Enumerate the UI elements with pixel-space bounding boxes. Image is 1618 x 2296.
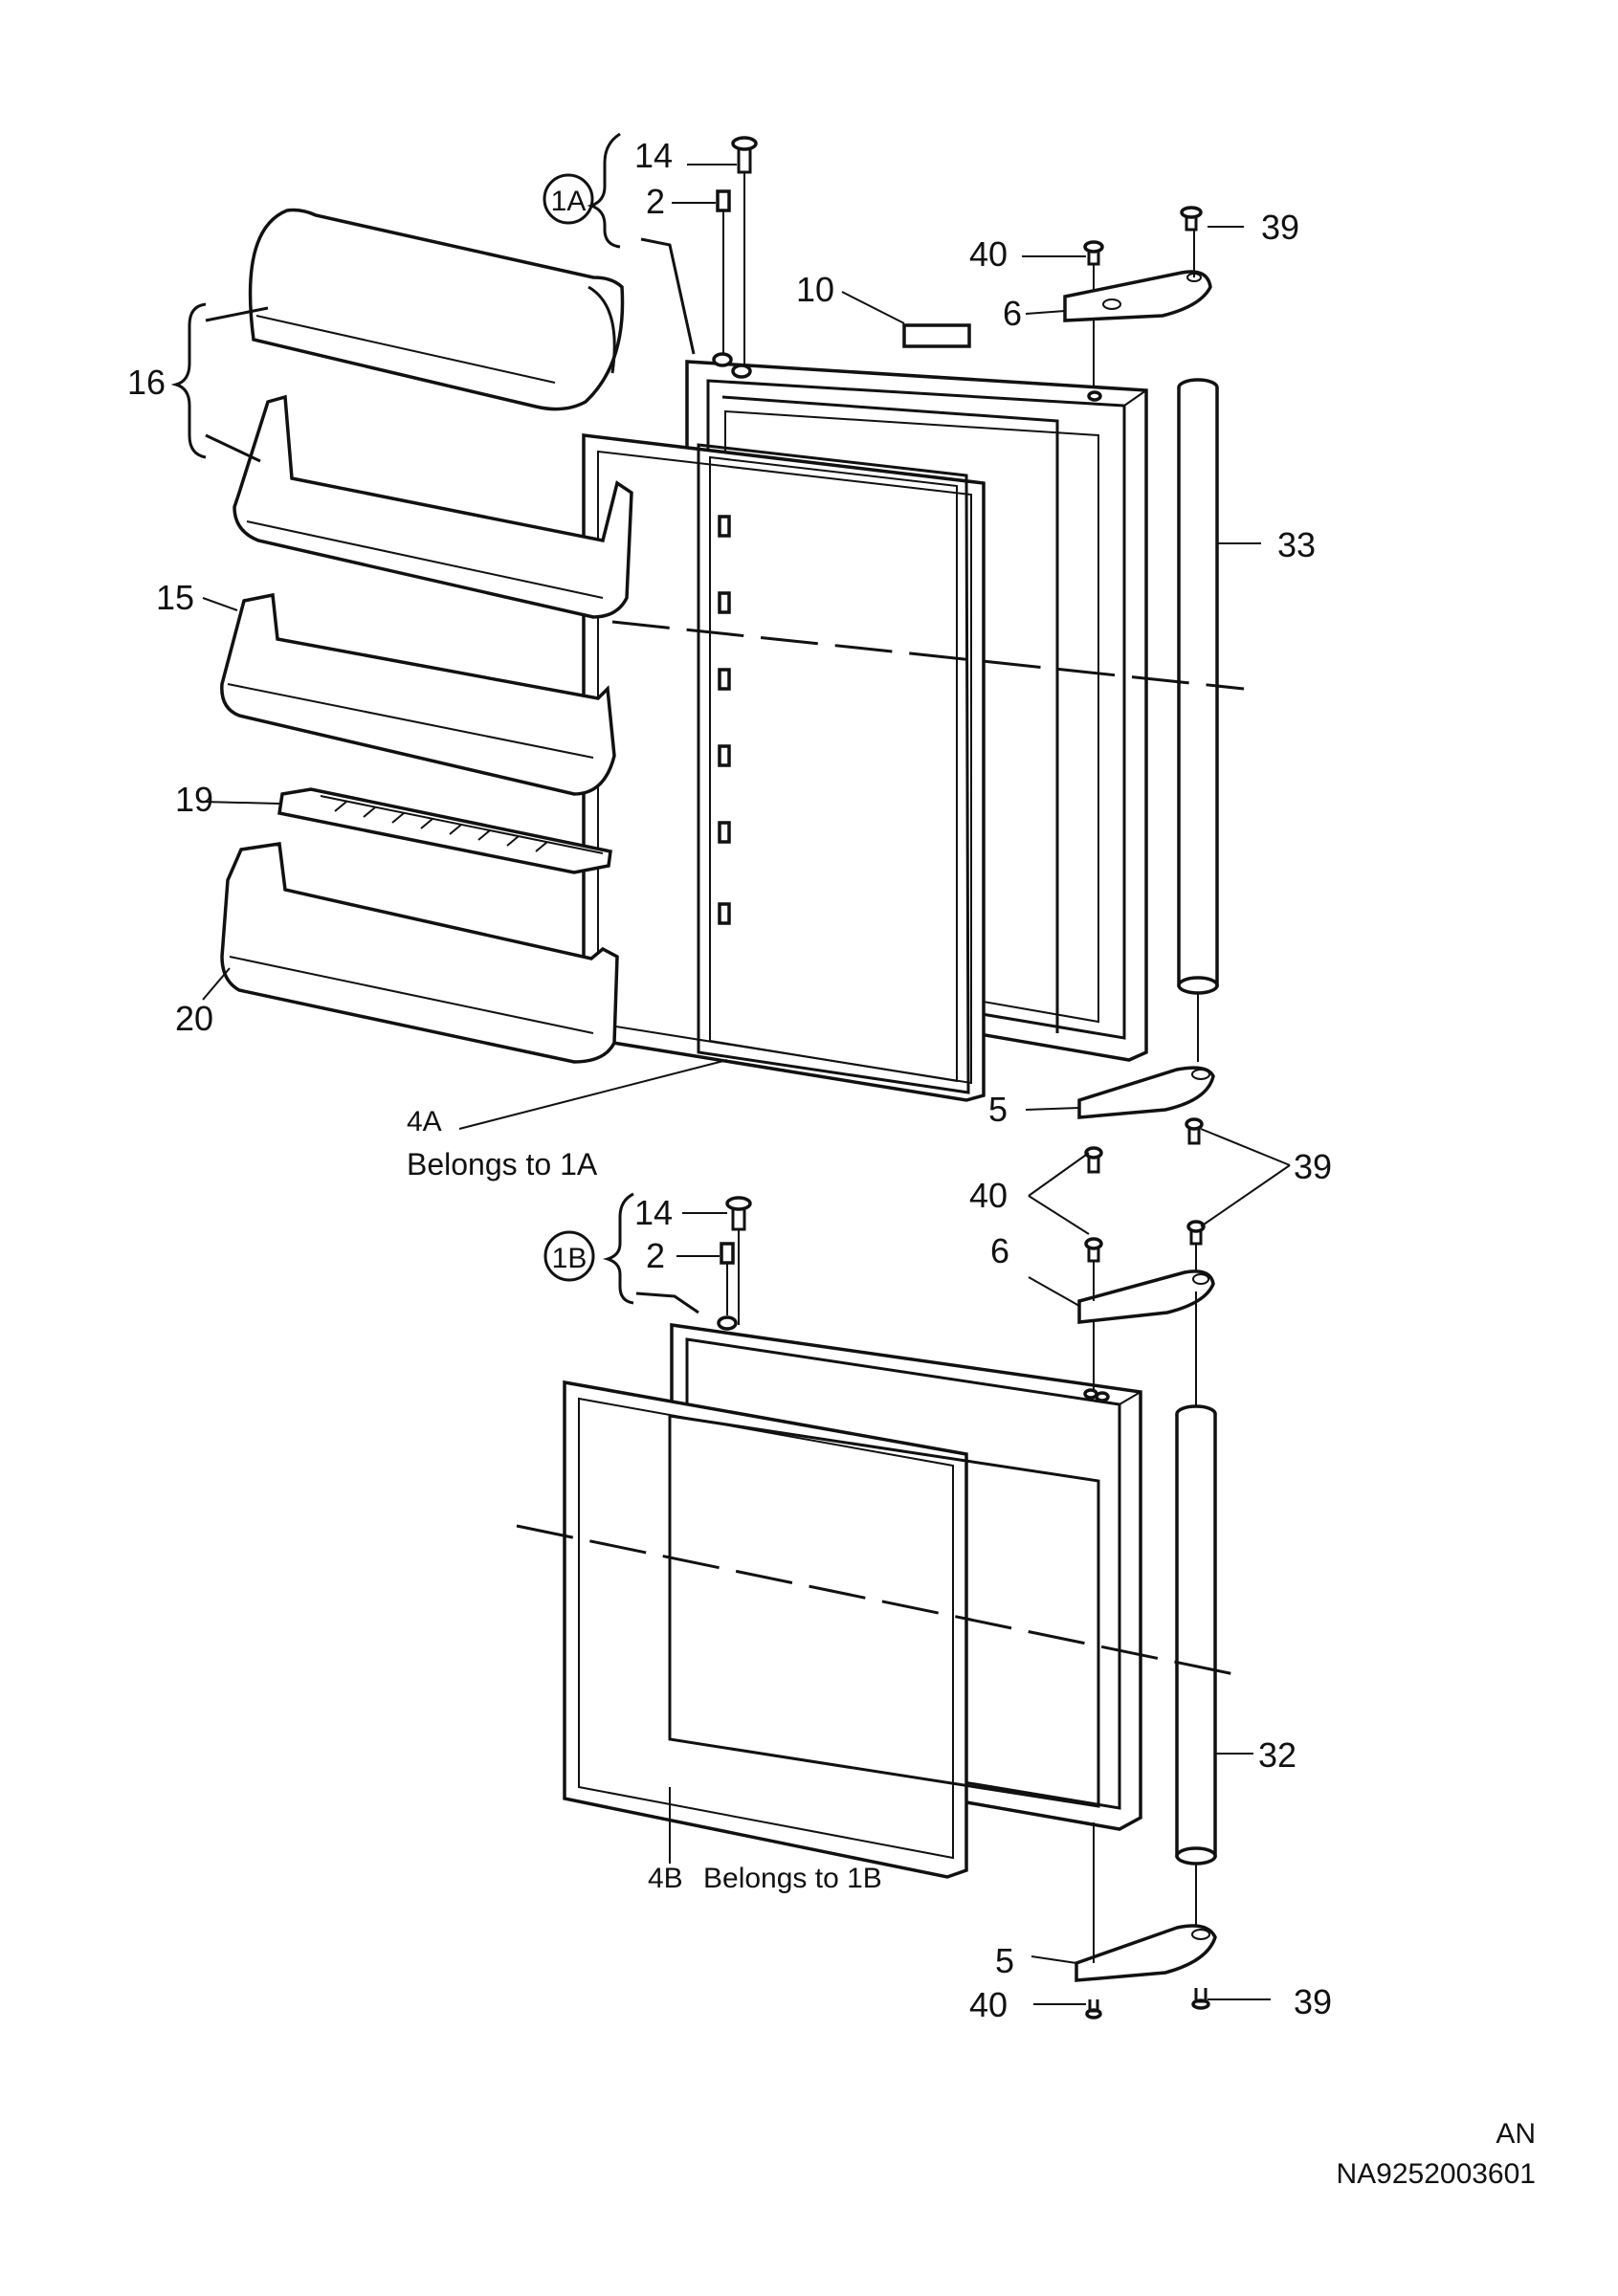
screw-40-mid-lower <box>1084 1237 1103 1263</box>
door-bin-15 <box>220 592 616 796</box>
callout-33: 33 <box>1277 525 1316 564</box>
callout-4b: 4B <box>648 1863 683 1894</box>
screw-14-upper <box>731 136 758 364</box>
callout-6-mid: 6 <box>990 1231 1009 1270</box>
screw-40-bottom <box>1085 1999 1102 2020</box>
screw-39-mid-upper <box>1185 1117 1204 1145</box>
screw-39-top <box>1180 206 1203 232</box>
callout-15: 15 <box>156 578 194 617</box>
hinge-pin-33 <box>1177 378 1219 1062</box>
footer-language: AN <box>1496 2118 1536 2150</box>
hinge-6-mid <box>1077 1244 1215 1406</box>
belongs-to-1a: Belongs to 1A <box>407 1147 598 1181</box>
door-bin-20 <box>220 842 619 1064</box>
callout-1a: 1A <box>551 186 587 217</box>
leader-16a <box>205 306 269 322</box>
callout-40-top: 40 <box>969 234 1008 274</box>
callout-14-lower: 14 <box>634 1193 673 1232</box>
leader-1a <box>640 237 696 355</box>
screw-2-lower <box>720 1242 735 1315</box>
callout-5-upper: 5 <box>988 1090 1008 1129</box>
brace-1b <box>602 1192 634 1305</box>
callout-19: 19 <box>175 780 213 819</box>
gasket-4a <box>582 433 986 1102</box>
callout-2-upper: 2 <box>646 182 665 221</box>
gasket-4b <box>563 1380 1100 1879</box>
callout-39-top: 39 <box>1261 208 1299 247</box>
callout-labels: 14 2 1A 39 40 10 6 16 33 15 19 20 5 4A B… <box>127 136 1332 2024</box>
screw-39-bottom <box>1191 1988 1210 2010</box>
break-line-lower <box>516 1524 1235 1676</box>
leader-1b <box>635 1292 699 1314</box>
screw-40-top <box>1083 240 1104 387</box>
hinge-6-top <box>1063 230 1212 322</box>
hinge-5-bottom <box>1075 1822 1217 1982</box>
callout-1b: 1B <box>552 1243 587 1274</box>
door-bin-16 <box>233 394 633 619</box>
callout-circle-1b <box>543 1230 595 1282</box>
callout-16: 16 <box>127 363 166 402</box>
brace-16 <box>170 302 207 459</box>
callout-2-lower: 2 <box>646 1236 665 1275</box>
screw-14-lower <box>725 1196 752 1325</box>
hinge-5-upper <box>1077 1066 1215 1119</box>
callout-4a: 4A <box>407 1106 442 1137</box>
tray-19 <box>277 787 612 874</box>
callout-circle-1a <box>543 173 594 225</box>
leader-16b <box>205 433 261 463</box>
callout-40-bottom: 40 <box>969 1985 1008 2024</box>
callout-6-top: 6 <box>1003 294 1022 333</box>
callout-10: 10 <box>796 270 834 309</box>
callout-39-mid: 39 <box>1294 1147 1332 1186</box>
callout-32: 32 <box>1258 1735 1297 1775</box>
screw-2-upper <box>716 189 731 354</box>
leader-lines <box>202 164 1291 2005</box>
callout-39-bottom: 39 <box>1294 1982 1332 2021</box>
shelf-cover-16 <box>248 208 625 411</box>
belongs-to-1b: Belongs to 1B <box>703 1863 882 1894</box>
callout-20: 20 <box>175 999 213 1038</box>
hinge-pin-32 <box>1175 1404 1217 1925</box>
screw-40-mid-upper <box>1084 1146 1103 1174</box>
footer-code: NA9252003601 <box>1336 2158 1536 2190</box>
callout-14-upper: 14 <box>634 136 673 175</box>
brace-1a <box>587 132 621 249</box>
callout-5-bottom: 5 <box>995 1941 1014 1980</box>
callout-40-mid: 40 <box>969 1176 1008 1215</box>
break-line-upper <box>611 620 1245 691</box>
